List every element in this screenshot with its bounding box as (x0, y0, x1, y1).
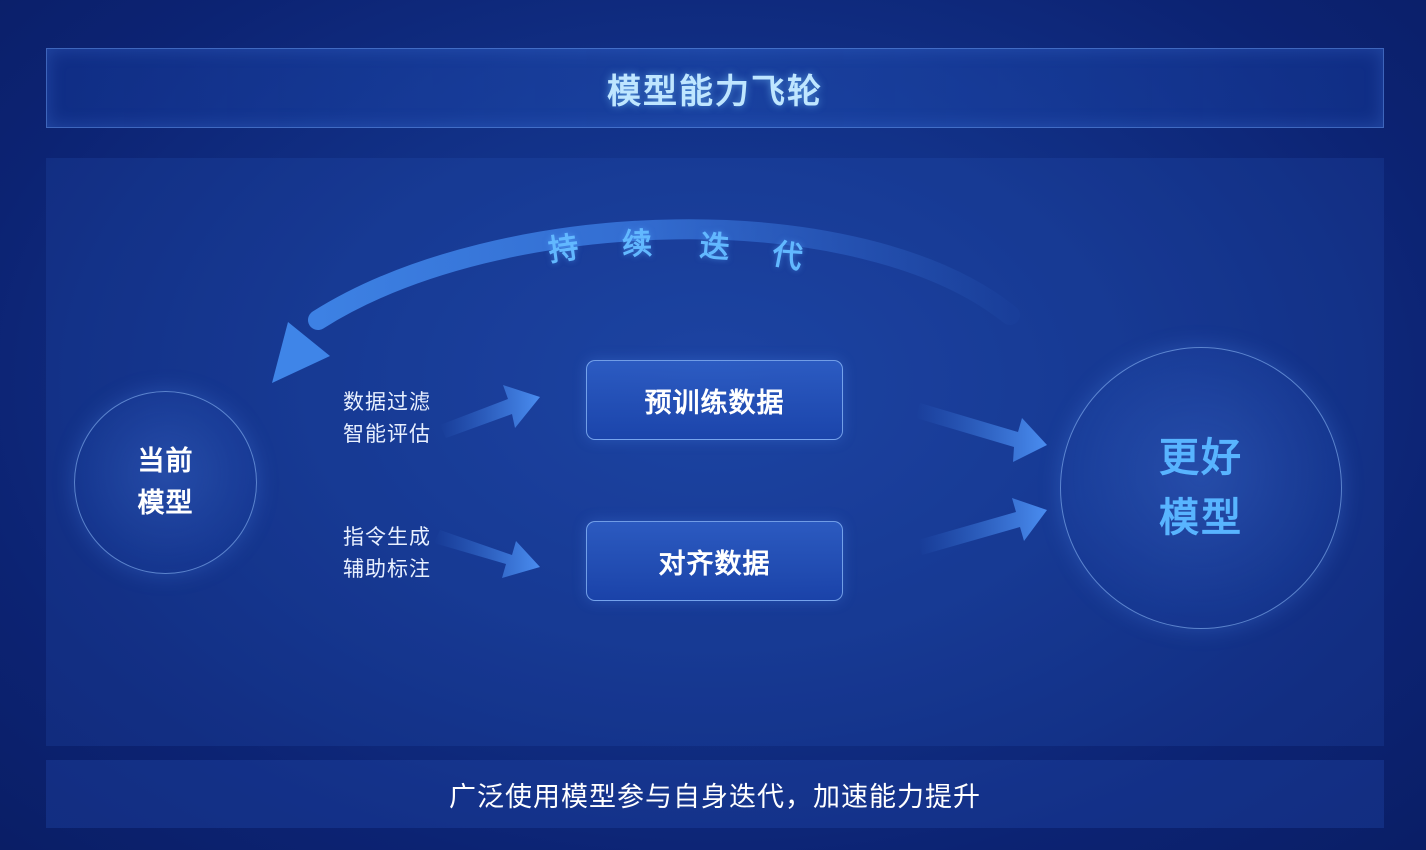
alignment-method-line1: 指令生成 (343, 525, 431, 549)
better-model-line2: 模型 (1159, 495, 1243, 541)
pretrain-method-line2: 智能评估 (343, 422, 431, 446)
pretrain-data-box: 预训练数据 (586, 360, 843, 440)
footer-bar: 广泛使用模型参与自身迭代，加速能力提升 (46, 760, 1384, 828)
arrow-to-alignment (434, 530, 540, 578)
better-model-circle: 更好 模型 (1060, 347, 1342, 629)
arrow-alignment-to-better (918, 498, 1047, 555)
current-model-line1: 当前 (137, 445, 194, 477)
current-model-circle: 当前 模型 (74, 391, 257, 574)
iteration-char-3: 迭 (698, 228, 732, 267)
better-model-line1: 更好 (1159, 435, 1243, 481)
pretrain-method-line1: 数据过滤 (343, 390, 431, 414)
alignment-method-line2: 辅助标注 (343, 557, 431, 581)
current-model-line2: 模型 (137, 487, 194, 519)
footer-caption: 广泛使用模型参与自身迭代，加速能力提升 (449, 781, 981, 813)
arrow-pretrain-to-better (916, 403, 1047, 462)
arrow-to-pretrain (440, 385, 540, 438)
iteration-char-1: 持 (546, 230, 581, 269)
alignment-data-box: 对齐数据 (586, 521, 843, 601)
iteration-arrowhead (272, 322, 330, 383)
title-bar: 模型能力飞轮 (46, 48, 1384, 128)
iteration-arc (308, 219, 1020, 330)
page-title: 模型能力飞轮 (607, 71, 823, 112)
iteration-char-2: 续 (621, 226, 653, 263)
